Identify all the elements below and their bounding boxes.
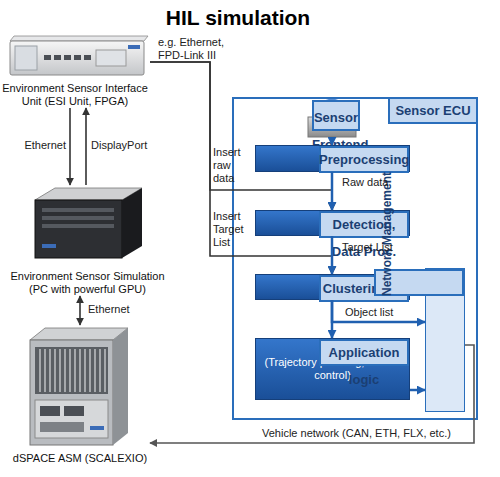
scalexio-rack-illustration xyxy=(30,328,128,445)
connector xyxy=(150,62,332,210)
connector xyxy=(331,300,334,338)
device-front xyxy=(10,41,144,75)
pc-illustration xyxy=(35,188,142,258)
connector xyxy=(85,108,87,185)
process-box: Application logic(Trajectory planning, M… xyxy=(255,338,410,400)
device-top xyxy=(10,36,148,41)
connector xyxy=(410,389,425,392)
edge-label: Object list xyxy=(345,306,415,319)
node-text: dSPACE ASM (SCALEXIO) xyxy=(13,452,147,465)
node-text: Preprocessing xyxy=(319,146,409,173)
node-text: Environment Sensor Interface Unit (ESI U… xyxy=(0,82,150,108)
connector xyxy=(332,300,425,322)
device-top xyxy=(30,328,128,340)
node-text: Network Management xyxy=(374,269,464,296)
rack-panel xyxy=(35,400,108,438)
hardware-unit: dSPACE ASM (SCALEXIO) xyxy=(10,325,150,465)
rack-cards xyxy=(35,347,108,394)
edge-label: DisplayPort xyxy=(91,139,161,152)
rack-module xyxy=(40,406,60,416)
device-panel xyxy=(15,46,37,70)
connector xyxy=(69,108,71,185)
device-port xyxy=(44,55,51,60)
device-port xyxy=(74,55,81,60)
connector xyxy=(331,172,334,210)
edge-label: Ethernet xyxy=(88,303,148,316)
device-front xyxy=(30,340,113,445)
ecu-frame: Sensor ECU Sensor FrontendPreprocessingDe… xyxy=(232,97,478,420)
device-port xyxy=(64,55,71,60)
connector xyxy=(331,138,334,145)
connector xyxy=(331,236,334,274)
node-text: Sensor ECU xyxy=(388,97,478,124)
rack-card-edges xyxy=(40,349,105,392)
node-text: Sensor Frontend xyxy=(312,100,360,131)
device-port xyxy=(84,55,91,60)
process-box: Detection, Data Proc. xyxy=(255,210,410,236)
device-slot xyxy=(42,208,114,212)
esi-unit-illustration xyxy=(10,36,148,75)
device-slot xyxy=(42,224,114,228)
edge-label: Insert raw data xyxy=(213,146,253,185)
node-text: Environment Sensor Simulation (PC with p… xyxy=(0,270,175,296)
edge-label: Target List xyxy=(342,241,412,254)
hardware-unit: Environment Sensor Simulation (PC with p… xyxy=(0,185,175,296)
connector xyxy=(150,62,332,274)
node-text: Application logic xyxy=(319,339,409,366)
edge-label: Raw data xyxy=(342,176,412,189)
rack-module xyxy=(64,406,84,416)
sensor-frontend: Sensor Frontend xyxy=(255,100,360,138)
diagram-title: HIL simulation xyxy=(0,6,476,30)
device-logo xyxy=(90,426,104,430)
device-logo xyxy=(42,244,56,248)
connector xyxy=(79,296,81,325)
device-panel xyxy=(96,50,126,66)
device-logo xyxy=(128,45,140,49)
device-port xyxy=(54,55,61,60)
device-front xyxy=(35,200,122,258)
edge-label: Vehicle network (CAN, ETH, FLX, etc.) xyxy=(262,427,477,440)
rack-module xyxy=(40,422,84,432)
device-side xyxy=(122,188,142,258)
edge-label: Insert Target List xyxy=(213,210,255,249)
annotation: e.g. Ethernet, FPD-Link III xyxy=(158,36,236,62)
process-box: Preprocessing xyxy=(255,145,410,172)
node-text: Detection, Data Proc. xyxy=(319,211,409,238)
edge-label: Ethernet xyxy=(14,139,66,152)
hardware-unit: Environment Sensor Interface Unit (ESI U… xyxy=(0,35,150,108)
connector-group xyxy=(70,62,474,443)
device-slot xyxy=(42,216,114,220)
management-bar: Network Management xyxy=(425,268,465,412)
device-side xyxy=(113,328,128,445)
